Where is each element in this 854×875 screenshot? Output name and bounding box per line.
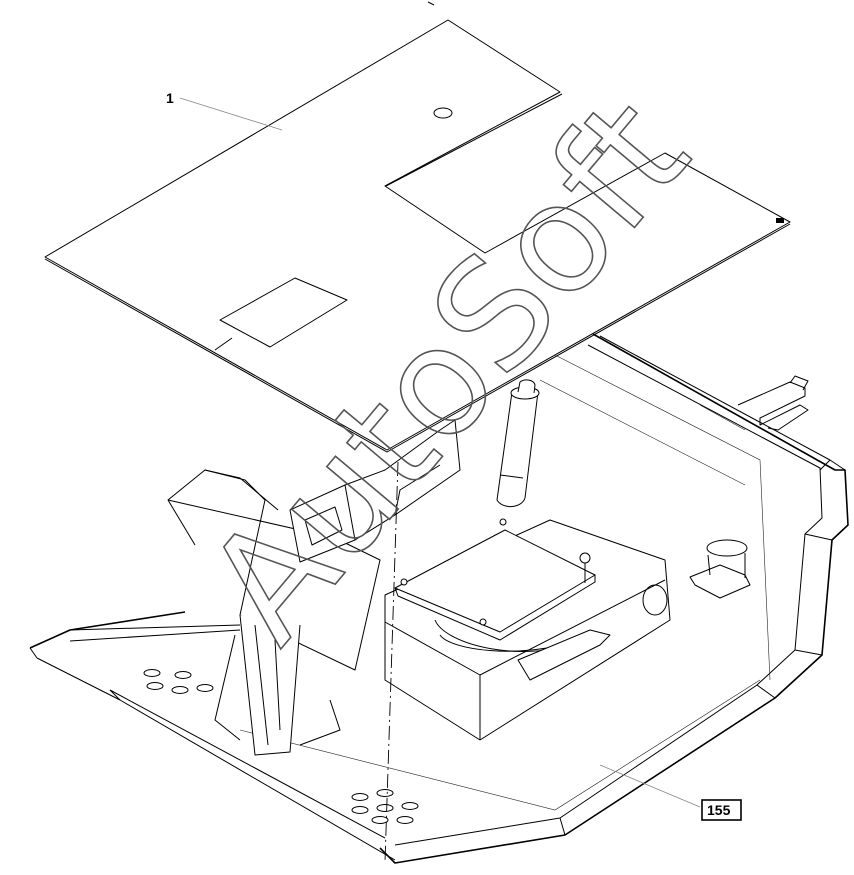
part-number-box [701,799,742,821]
cup-holder [689,539,751,599]
panel-hole [433,107,453,119]
filter-cylinder [496,379,540,507]
panel-cutout [219,277,348,348]
seat-base [384,518,671,741]
floor-holes [143,669,419,824]
callout-1: 1 [166,90,283,131]
floor-panel [44,19,791,453]
center-line [384,461,399,863]
part-number-label: 1 [166,90,174,106]
seat-rail [517,629,611,681]
part-number-label: 155 [707,802,731,818]
control-console [167,419,461,756]
cab-frame [29,333,849,864]
callout-155: 155 [599,764,742,821]
